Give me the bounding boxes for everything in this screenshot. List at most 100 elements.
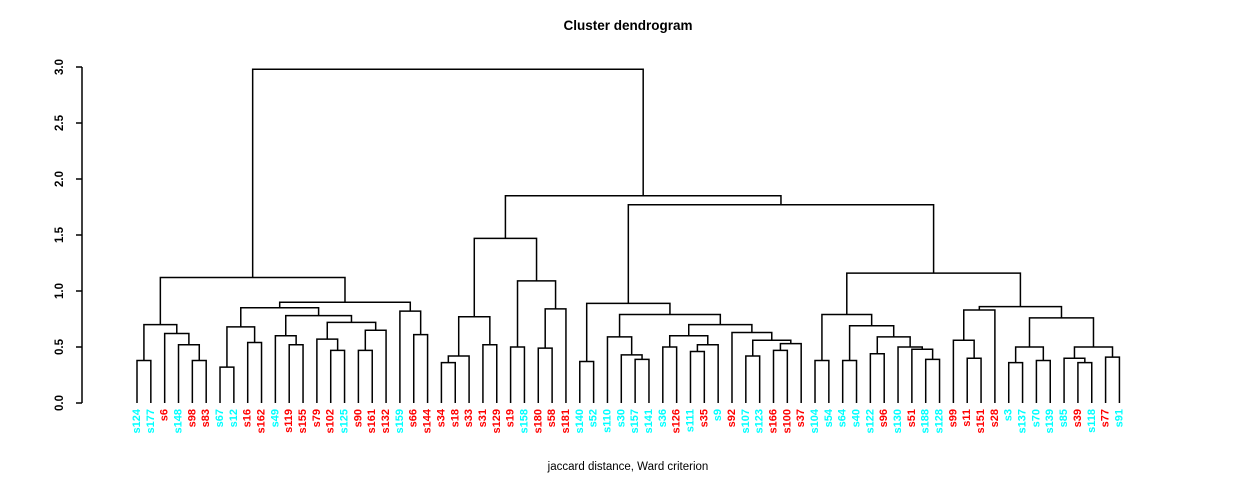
dendrogram-branch — [848, 324, 895, 361]
leaf-label: s158 — [518, 409, 530, 433]
dendrogram-branch — [668, 335, 709, 347]
chart-title: Cluster dendrogram — [563, 18, 693, 33]
dendrogram-branch — [627, 204, 935, 304]
leaf-label: s151 — [975, 409, 987, 433]
leaf-label: s155 — [297, 409, 309, 433]
leaf-label: s28 — [989, 409, 1001, 427]
leaf-label: s31 — [477, 409, 489, 427]
dendrogram-branch — [772, 349, 789, 403]
dendrogram-branch — [1063, 357, 1086, 403]
leaf-label: s100 — [781, 409, 793, 433]
y-axis-tick-label: 2.5 — [54, 114, 66, 131]
leaf-label: s83 — [200, 409, 212, 427]
leaf-label: s144 — [422, 408, 434, 433]
leaf-label: s122 — [864, 409, 876, 433]
dendrogram-branch — [779, 342, 802, 403]
leaf-label: s141 — [643, 409, 655, 433]
leaf-label: s77 — [1100, 409, 1112, 427]
leaf-label: s126 — [671, 409, 683, 433]
leaf-label: s123 — [754, 409, 766, 433]
leaf-label: s148 — [173, 409, 185, 433]
dendrogram-branch — [284, 314, 353, 336]
dendrogram-branch — [924, 358, 941, 403]
leaf-label: s18 — [449, 409, 461, 427]
leaf-label: s107 — [740, 409, 752, 433]
dendrogram-branch — [662, 346, 678, 403]
x-axis-label: jaccard distance, Ward criterion — [547, 461, 709, 473]
leaf-label: s118 — [1086, 409, 1098, 433]
dendrogram-branch — [509, 346, 526, 403]
leaf-label: s159 — [394, 409, 406, 433]
dendrogram-branch — [544, 308, 567, 403]
dendrogram-branch — [504, 195, 782, 239]
leaf-label: s51 — [906, 409, 918, 427]
y-axis-tick-label: 1.5 — [54, 226, 66, 243]
leaf-label: s58 — [546, 409, 558, 427]
leaf-label: s70 — [1030, 409, 1042, 427]
dendrogram-branch — [457, 316, 491, 356]
y-axis-tick-label: 2.0 — [54, 171, 66, 187]
dendrogram-branch — [745, 355, 761, 403]
leaf-label: s16 — [242, 409, 254, 427]
y-axis-tick-label: 0.0 — [54, 395, 66, 411]
leaf-label: s161 — [366, 409, 378, 433]
leaf-label: s96 — [878, 409, 890, 427]
dendrogram-branch — [618, 313, 722, 337]
dendrogram-branch — [1077, 361, 1093, 403]
leaf-label: s39 — [1072, 409, 1084, 427]
dendrogram-branch — [1028, 317, 1095, 347]
leaf-label: s137 — [1017, 409, 1029, 433]
dendrogram-branch — [620, 354, 643, 403]
leaf-label: s11 — [961, 409, 973, 427]
leaf-label: s110 — [601, 409, 613, 433]
leaf-label: s111 — [684, 409, 696, 432]
dendrogram-branch — [412, 333, 429, 403]
dendrogram-branch — [143, 323, 178, 361]
dendrogram-branch — [516, 280, 557, 347]
dendrogram-branch — [288, 344, 304, 403]
dendrogram-branch — [1073, 346, 1114, 359]
dendrogram-branch — [869, 352, 885, 403]
leaf-label: s33 — [463, 409, 475, 427]
dendrogram-branch — [473, 237, 538, 317]
leaf-label: s30 — [615, 409, 627, 427]
dendrogram-branch — [278, 301, 412, 312]
leaf-label: s91 — [1113, 409, 1125, 427]
dendrogram-branch — [251, 68, 644, 278]
leaf-label: s99 — [947, 409, 959, 427]
dendrogram-branch — [978, 305, 1063, 318]
dendrogram-branch — [191, 359, 207, 403]
leaf-label: s177 — [145, 409, 157, 433]
dendrogram-branch — [846, 272, 1022, 315]
leaf-label: s35 — [698, 409, 710, 427]
leaf-label: s40 — [851, 409, 863, 427]
dendrogram-branch — [316, 338, 339, 403]
dendrogram-branch — [876, 336, 911, 354]
dendrogram-branch — [159, 276, 346, 325]
leaf-label: s139 — [1044, 409, 1056, 433]
dendrogram-branch — [814, 359, 830, 403]
dendrogram-branch — [911, 348, 934, 403]
dendrogram-branch — [731, 331, 773, 403]
leaf-label: s125 — [339, 409, 351, 433]
dendrogram-branch — [163, 332, 190, 403]
dendrogram-branch — [226, 326, 256, 368]
leaf-label: s12 — [228, 409, 240, 427]
dendrogram-branch — [966, 357, 982, 403]
dendrogram-branch — [579, 360, 595, 403]
leaf-label: s67 — [214, 409, 226, 427]
y-axis-tick-label: 3.0 — [54, 59, 66, 75]
leaf-label: s132 — [380, 409, 392, 433]
dendrogram-branch — [1104, 356, 1121, 403]
leaf-label: s188 — [920, 409, 932, 433]
dendrogram-branch — [1007, 361, 1024, 403]
leaf-label: s119 — [283, 409, 295, 433]
leaf-label: s9 — [712, 409, 724, 421]
y-axis-tick-label: 1.0 — [54, 283, 66, 299]
dendrogram-branch — [841, 359, 858, 403]
dendrogram-branch — [963, 309, 996, 403]
leaf-label: s3 — [1003, 409, 1015, 421]
dendrogram-branch — [482, 344, 498, 403]
dendrogram-branch — [696, 344, 719, 403]
